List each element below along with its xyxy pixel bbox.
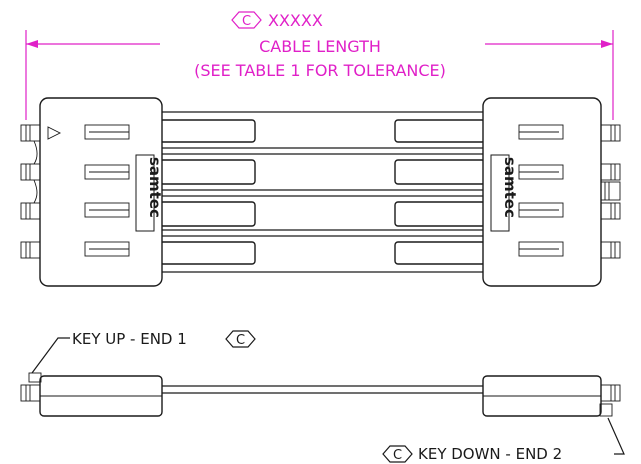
end1-slots bbox=[84, 124, 130, 257]
end1-pins bbox=[20, 124, 41, 259]
samtec-logo-text-end1: samtec bbox=[146, 157, 164, 218]
end2-pins bbox=[600, 124, 621, 259]
cable-bundle bbox=[159, 111, 486, 273]
dimension-label: CABLE LENGTH bbox=[259, 37, 381, 56]
revision-c-label: C bbox=[242, 14, 251, 29]
dimension-note: (SEE TABLE 1 FOR TOLERANCE) bbox=[194, 61, 446, 80]
end1-connector-top: samtec bbox=[20, 97, 164, 287]
key-up-revision-label: C bbox=[236, 333, 245, 348]
dimension-value: XXXXX bbox=[268, 11, 323, 30]
samtec-logo-text-end2: samtec bbox=[501, 157, 519, 218]
end2-connector-top: samtec bbox=[482, 97, 621, 287]
end1-connector-side bbox=[20, 372, 163, 417]
end2-connector-side bbox=[482, 375, 621, 417]
end2-slots bbox=[518, 124, 564, 257]
key-up-end1-text: KEY UP - END 1 bbox=[72, 330, 187, 348]
cable-assembly-top-view: samtec bbox=[20, 97, 621, 287]
cable-length-dimension: C XXXXX CABLE LENGTH (SEE TABLE 1 FOR TO… bbox=[25, 11, 614, 120]
key-down-end2-text: KEY DOWN - END 2 bbox=[418, 445, 562, 463]
cable-assembly-side-view: KEY UP - END 1 C C KEY DOWN - END 2 bbox=[20, 330, 625, 463]
key-down-end2-callout: C KEY DOWN - END 2 bbox=[382, 417, 625, 463]
key-up-end1-callout: KEY UP - END 1 C bbox=[31, 330, 256, 374]
revision-c-icon: C bbox=[225, 330, 256, 348]
revision-c-icon: C bbox=[382, 445, 413, 463]
revision-c-icon: C bbox=[231, 11, 262, 29]
key-down-revision-label: C bbox=[393, 448, 402, 463]
samtec-logo: samtec bbox=[490, 154, 519, 232]
samtec-logo: samtec bbox=[135, 154, 164, 232]
